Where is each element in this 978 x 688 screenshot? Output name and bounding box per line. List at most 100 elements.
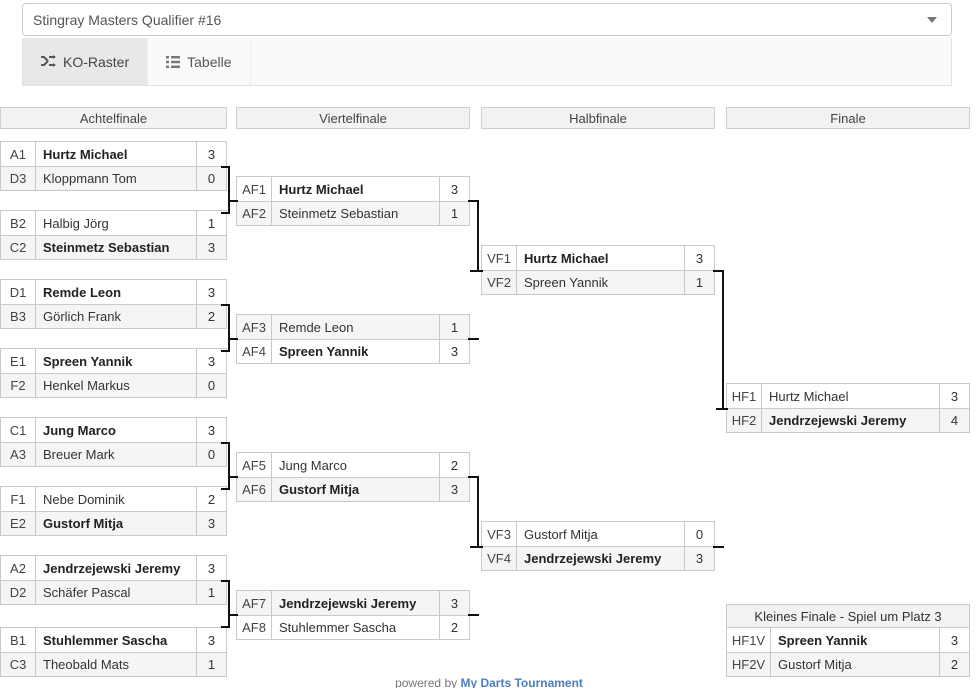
match-r16-1[interactable]: A1 Hurtz Michael 3 D3 Kloppmann Tom 0	[0, 141, 227, 191]
player-name: Remde Leon	[279, 319, 354, 335]
match-r16-6[interactable]: F1 Nebe Dominik 2 E2 Gustorf Mitja 3	[0, 486, 227, 536]
footer-prefix: powered by	[395, 676, 461, 688]
chevron-down-icon	[927, 16, 937, 23]
table-row[interactable]: D1 Remde Leon 3	[0, 279, 227, 304]
player-name: Jendrzejewski Jeremy	[769, 413, 907, 428]
seed-code: E1	[1, 349, 36, 373]
connector-line	[468, 476, 479, 478]
match-sf-2[interactable]: VF3 Gustorf Mitja 0 VF4 Jendrzejewski Je…	[481, 521, 715, 571]
table-row[interactable]: HF2 Jendrzejewski Jeremy 4	[726, 408, 970, 433]
player-name: Steinmetz Sebastian	[43, 240, 170, 255]
table-row[interactable]: HF1 Hurtz Michael 3	[726, 383, 970, 408]
table-row[interactable]: AF5 Jung Marco 2	[236, 452, 470, 477]
player-name: Steinmetz Sebastian	[279, 206, 399, 221]
player-name: Jendrzejewski Jeremy	[43, 560, 181, 576]
table-row[interactable]: AF2 Steinmetz Sebastian 1	[236, 201, 470, 226]
table-row[interactable]: HF2V Gustorf Mitja 2	[726, 652, 970, 677]
table-row[interactable]: HF1V Spreen Yannik 3	[726, 627, 970, 652]
table-row[interactable]: AF3 Remde Leon 1	[236, 314, 470, 339]
table-row[interactable]: AF8 Stuhlemmer Sascha 2	[236, 615, 470, 640]
player-name: Schäfer Pascal	[43, 585, 131, 600]
round-header-label: Achtelfinale	[79, 110, 148, 126]
table-row[interactable]: B3 Görlich Frank 2	[0, 304, 227, 329]
table-row[interactable]: AF1 Hurtz Michael 3	[236, 176, 470, 201]
list-icon	[166, 55, 181, 68]
match-qf-2[interactable]: AF3 Remde Leon 1 AF4 Spreen Yannik 3	[236, 314, 470, 364]
tournament-select[interactable]: Stingray Masters Qualifier #16	[22, 3, 952, 36]
table-row[interactable]: VF3 Gustorf Mitja 0	[481, 521, 715, 546]
player-name: Hurtz Michael	[279, 181, 364, 197]
seed-code: VF4	[482, 547, 517, 570]
player-name: Spreen Yannik	[279, 344, 369, 359]
table-row[interactable]: VF4 Jendrzejewski Jeremy 3	[481, 546, 715, 571]
seed-code: VF1	[482, 246, 517, 270]
player-score: 1	[439, 315, 469, 339]
match-sf-1[interactable]: VF1 Hurtz Michael 3 VF2 Spreen Yannik 1	[481, 245, 715, 295]
table-row[interactable]: F1 Nebe Dominik 2	[0, 486, 227, 511]
table-row[interactable]: E1 Spreen Yannik 3	[0, 348, 227, 373]
table-row[interactable]: C2 Steinmetz Sebastian 3	[0, 235, 227, 260]
connector-line	[221, 350, 230, 352]
player-score: 3	[439, 177, 469, 201]
player-name: Remde Leon	[43, 284, 122, 300]
table-row[interactable]: E2 Gustorf Mitja 3	[0, 511, 227, 536]
player-name: Breuer Mark	[43, 447, 115, 462]
match-r16-3[interactable]: D1 Remde Leon 3 B3 Görlich Frank 2	[0, 279, 227, 329]
connector-line	[470, 270, 483, 272]
table-row[interactable]: B2 Halbig Jörg 1	[0, 210, 227, 235]
table-row[interactable]: F2 Henkel Markus 0	[0, 373, 227, 398]
connector-line	[468, 200, 479, 202]
seed-code: HF1V	[727, 628, 771, 652]
match-qf-3[interactable]: AF5 Jung Marco 2 AF6 Gustorf Mitja 3	[236, 452, 470, 502]
seed-code: B1	[1, 628, 36, 652]
table-row[interactable]: C1 Jung Marco 3	[0, 417, 227, 442]
match-qf-1[interactable]: AF1 Hurtz Michael 3 AF2 Steinmetz Sebast…	[236, 176, 470, 226]
player-score: 0	[684, 522, 714, 546]
footer: powered by My Darts Tournament	[0, 676, 978, 688]
player-name: Jung Marco	[43, 422, 116, 438]
table-row[interactable]: A2 Jendrzejewski Jeremy 3	[0, 555, 227, 580]
third-place-caption: Kleines Finale - Spiel um Platz 3	[726, 604, 970, 627]
table-row[interactable]: B1 Stuhlemmer Sascha 3	[0, 627, 227, 652]
connector-line	[468, 614, 479, 616]
table-row[interactable]: A1 Hurtz Michael 3	[0, 141, 227, 166]
table-row[interactable]: VF1 Hurtz Michael 3	[481, 245, 715, 270]
player-score: 1	[196, 653, 226, 676]
table-row[interactable]: AF7 Jendrzejewski Jeremy 3	[236, 590, 470, 615]
tournament-select-value: Stingray Masters Qualifier #16	[33, 11, 222, 28]
tab-tabelle-label: Tabelle	[187, 53, 232, 70]
player-name: Jendrzejewski Jeremy	[279, 595, 417, 611]
player-score: 3	[196, 418, 226, 442]
footer-link[interactable]: My Darts Tournament	[460, 676, 583, 688]
player-name: Kloppmann Tom	[43, 171, 137, 186]
match-r16-5[interactable]: C1 Jung Marco 3 A3 Breuer Mark 0	[0, 417, 227, 467]
match-r16-8[interactable]: B1 Stuhlemmer Sascha 3 C3 Theobald Mats …	[0, 627, 227, 677]
tab-ko-raster[interactable]: KO-Raster	[23, 38, 149, 85]
player-name: Gustorf Mitja	[778, 657, 852, 672]
match-final[interactable]: HF1 Hurtz Michael 3 HF2 Jendrzejewski Je…	[726, 383, 970, 433]
player-score: 3	[196, 280, 226, 304]
match-r16-2[interactable]: B2 Halbig Jörg 1 C2 Steinmetz Sebastian …	[0, 210, 227, 260]
player-score: 3	[196, 236, 226, 259]
table-row[interactable]: A3 Breuer Mark 0	[0, 442, 227, 467]
table-row[interactable]: AF4 Spreen Yannik 3	[236, 339, 470, 364]
match-third-place[interactable]: Kleines Finale - Spiel um Platz 3 HF1V S…	[726, 604, 970, 677]
table-row[interactable]: VF2 Spreen Yannik 1	[481, 270, 715, 295]
table-row[interactable]: C3 Theobald Mats 1	[0, 652, 227, 677]
player-score: 4	[939, 409, 969, 432]
seed-code: B3	[1, 305, 36, 328]
player-score: 1	[196, 211, 226, 235]
tab-tabelle[interactable]: Tabelle	[148, 38, 251, 85]
seed-code: D2	[1, 581, 36, 604]
match-r16-7[interactable]: A2 Jendrzejewski Jeremy 3 D2 Schäfer Pas…	[0, 555, 227, 605]
player-name: Jendrzejewski Jeremy	[524, 551, 662, 566]
connector-line	[221, 212, 230, 214]
table-row[interactable]: D3 Kloppmann Tom 0	[0, 166, 227, 191]
connector-line	[228, 614, 238, 616]
table-row[interactable]: AF6 Gustorf Mitja 3	[236, 477, 470, 502]
table-row[interactable]: D2 Schäfer Pascal 1	[0, 580, 227, 605]
player-name: Stuhlemmer Sascha	[279, 620, 397, 635]
match-qf-4[interactable]: AF7 Jendrzejewski Jeremy 3 AF8 Stuhlemme…	[236, 590, 470, 640]
match-r16-4[interactable]: E1 Spreen Yannik 3 F2 Henkel Markus 0	[0, 348, 227, 398]
